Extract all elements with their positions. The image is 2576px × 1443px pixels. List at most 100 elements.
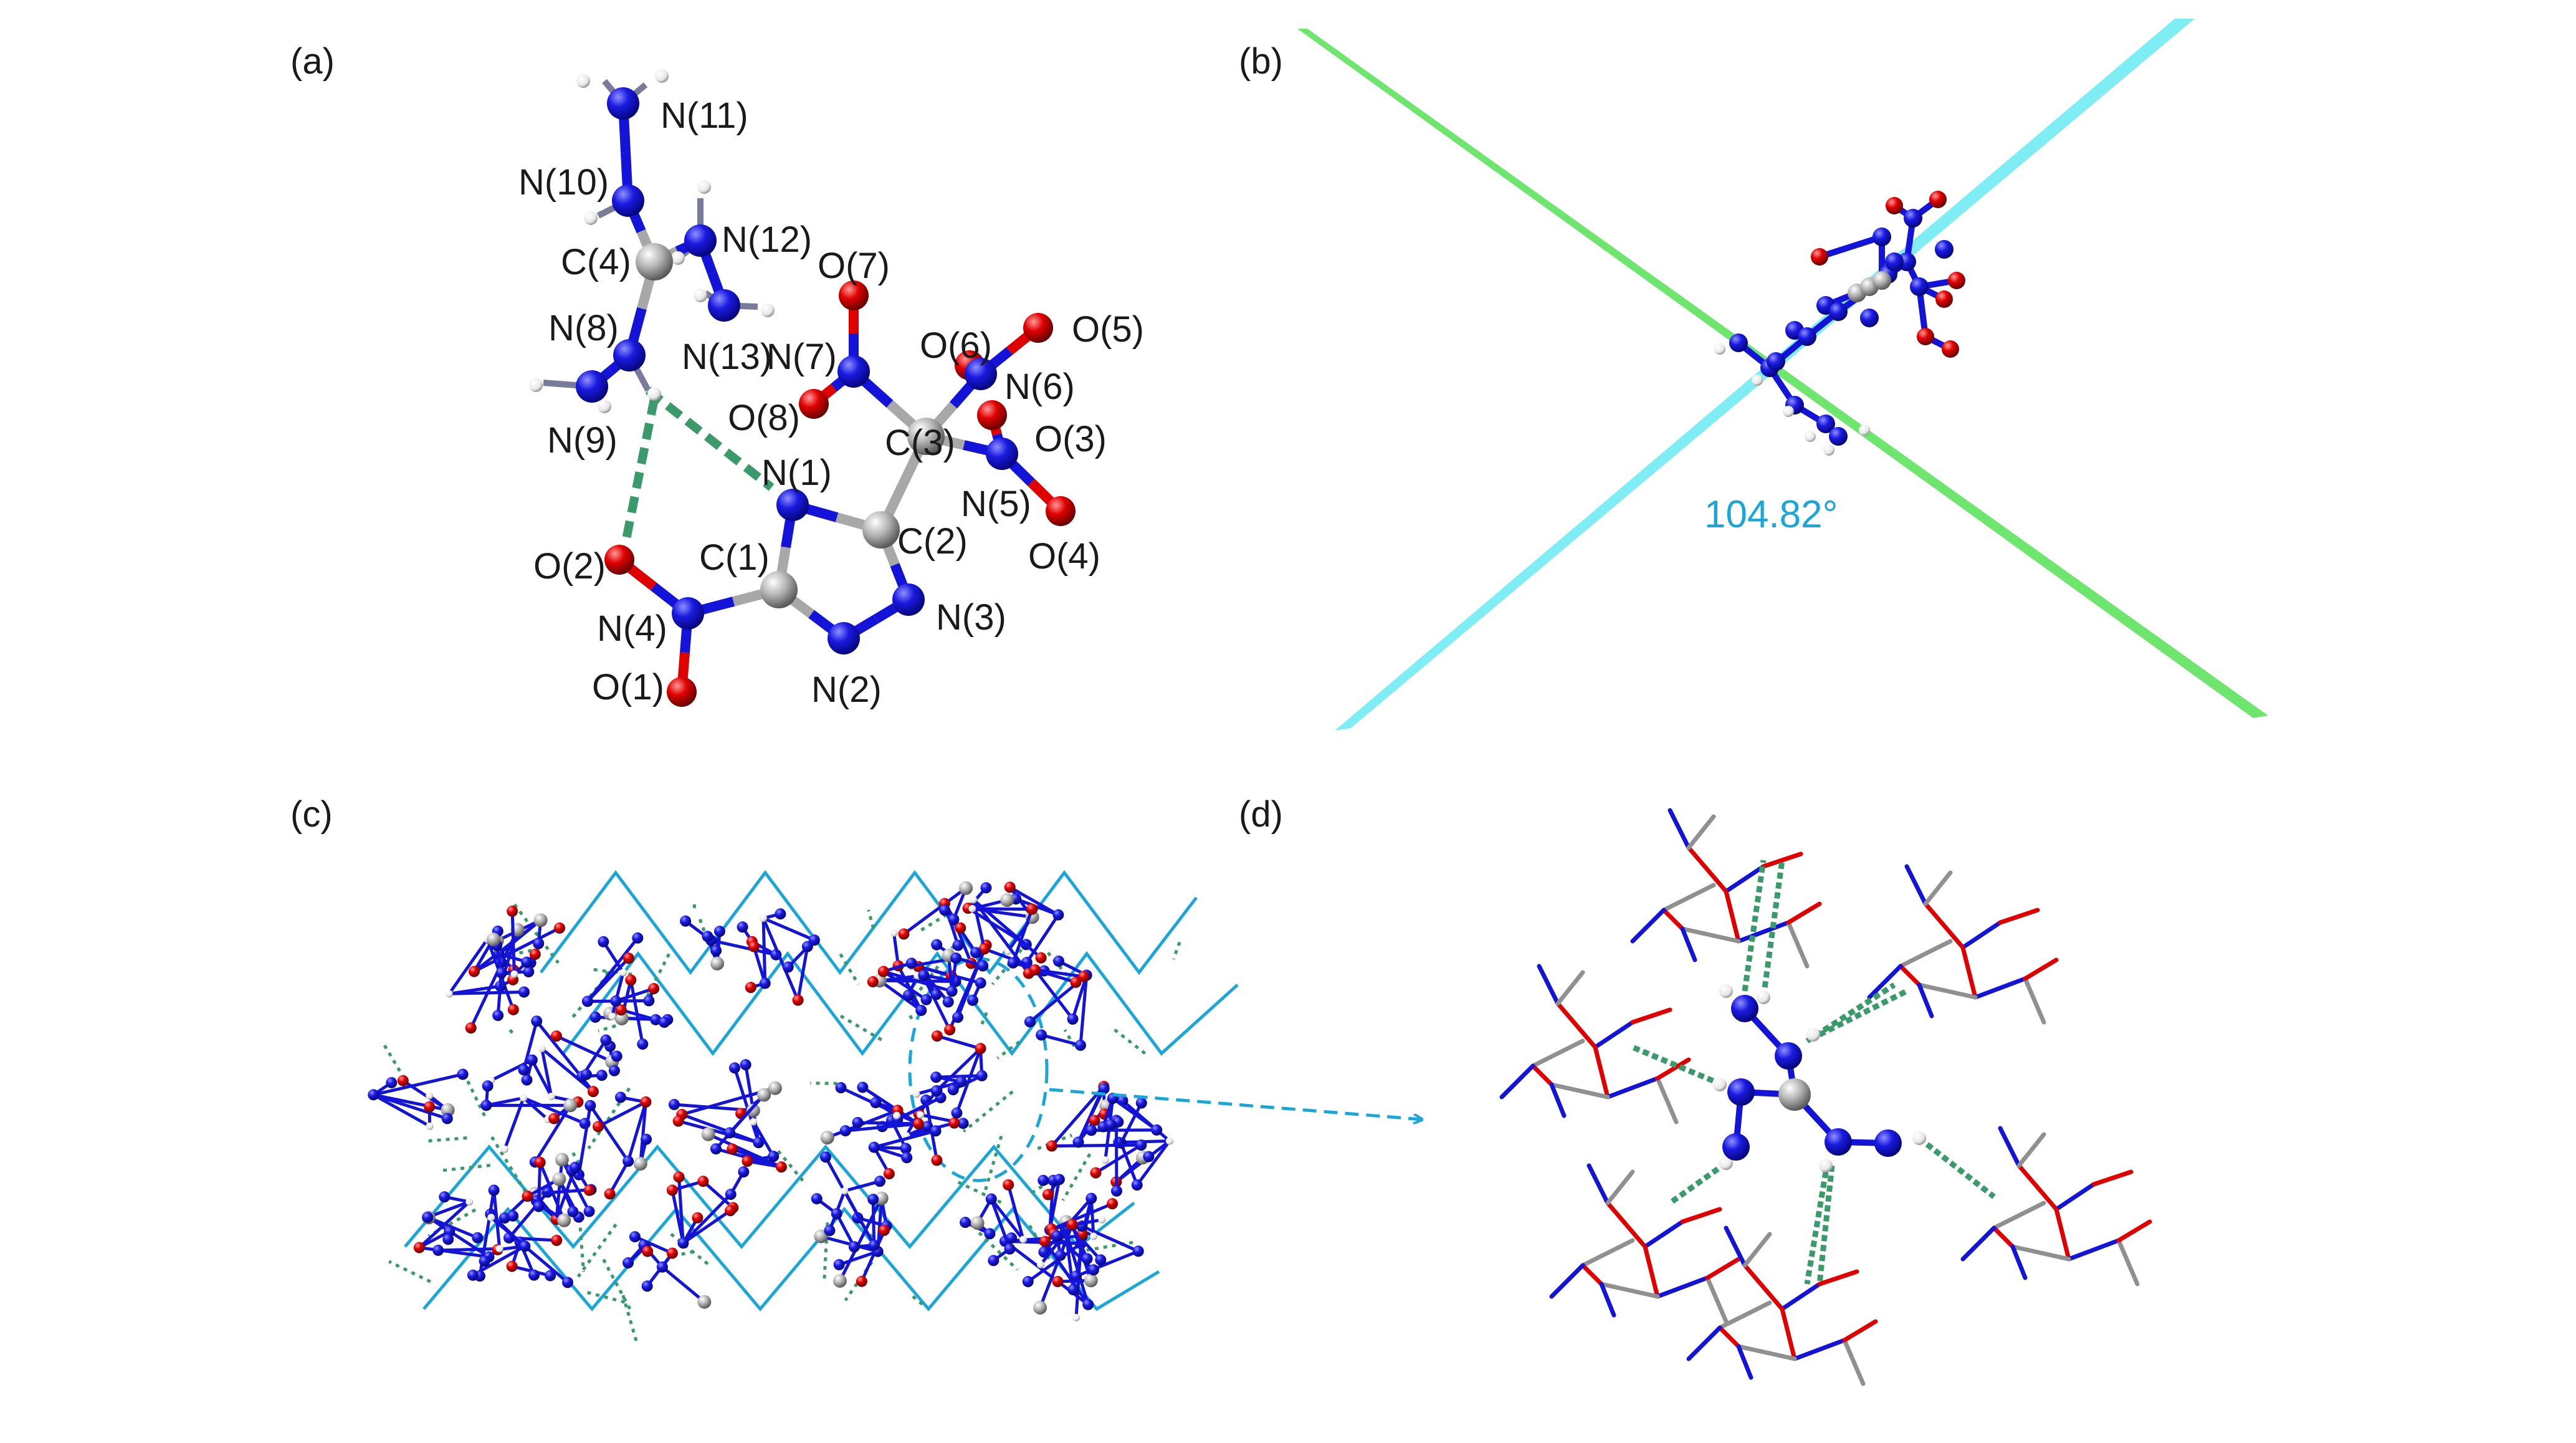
atom <box>640 1096 652 1108</box>
atom <box>487 932 501 947</box>
atom <box>814 1229 828 1244</box>
atom <box>584 1100 596 1111</box>
bond <box>661 1265 705 1303</box>
atom <box>521 956 533 968</box>
bond <box>555 1159 564 1220</box>
atom <box>759 977 771 989</box>
atom <box>768 1081 782 1095</box>
atom <box>988 1255 999 1267</box>
bond <box>522 1020 538 1070</box>
atom <box>867 1194 879 1206</box>
atom <box>931 939 943 951</box>
layer-line <box>540 870 1198 976</box>
hydrogen-bond <box>383 1044 407 1081</box>
panel-label-b: (b) <box>1239 41 1283 82</box>
atom <box>1007 957 1019 969</box>
hydrogen-atom <box>1719 1156 1733 1170</box>
hydrogen-bond <box>505 1025 514 1034</box>
atom <box>915 1004 927 1016</box>
atom <box>1798 327 1816 346</box>
anion-bond <box>1605 1201 1648 1249</box>
atom <box>1935 290 1953 308</box>
hydrogen-atom <box>1783 406 1794 417</box>
bond <box>373 1093 431 1128</box>
atom <box>580 1068 592 1080</box>
atom <box>457 1068 469 1080</box>
hydrogen-bond <box>1046 951 1076 985</box>
atom <box>832 1273 847 1288</box>
atom <box>931 1154 943 1166</box>
bond <box>555 1034 613 1063</box>
hydrogen-bond <box>839 953 860 985</box>
hydrogen-bond <box>980 1012 988 1025</box>
atom <box>960 1217 971 1229</box>
atom <box>1036 1029 1047 1041</box>
atom <box>775 1161 787 1173</box>
atom <box>1066 1219 1078 1230</box>
atom <box>970 1216 985 1230</box>
bond <box>510 911 516 974</box>
hydrogen-bond <box>867 909 875 929</box>
anion-bond <box>1792 1338 1847 1361</box>
bond <box>537 1162 542 1207</box>
atom <box>641 1133 652 1145</box>
hydrogen-atom <box>584 211 598 225</box>
hydrogen-bond <box>839 1014 882 1042</box>
atom <box>760 914 768 923</box>
anion-bond <box>1655 1057 1691 1081</box>
atom-n13 <box>708 289 740 322</box>
atom-c2 <box>862 511 900 549</box>
bond <box>597 1100 647 1128</box>
atom <box>852 1116 864 1128</box>
hydrogen-bond <box>1061 1153 1092 1201</box>
atom <box>948 1117 960 1129</box>
atom <box>1942 340 1959 358</box>
atom <box>917 1111 925 1119</box>
atom-n8 <box>613 339 646 372</box>
atom <box>608 1065 620 1076</box>
bond <box>473 926 561 973</box>
atom <box>677 1237 689 1249</box>
hydrogen-bond <box>1760 860 1785 998</box>
anion-bond <box>1555 970 1585 1006</box>
atom <box>641 1280 653 1292</box>
atom <box>526 1054 538 1066</box>
bond <box>1076 1249 1139 1278</box>
atom <box>480 1100 492 1111</box>
atom <box>642 1245 654 1257</box>
atom <box>666 1184 678 1196</box>
bond <box>615 987 654 1003</box>
green-plane <box>1297 29 2268 718</box>
atom <box>857 1081 869 1093</box>
atom <box>900 1143 912 1154</box>
atom <box>742 1155 753 1167</box>
bond <box>533 1105 572 1163</box>
bond <box>419 1245 489 1258</box>
atom <box>930 1085 942 1097</box>
hydrogen-atom <box>694 289 707 302</box>
bond <box>586 937 639 1003</box>
atom <box>1087 1264 1099 1276</box>
atom <box>569 1161 581 1173</box>
atom <box>975 977 986 989</box>
anion-bond <box>1717 1325 1741 1349</box>
atom-label-o8: O(8) <box>728 398 800 438</box>
anion-bond <box>1605 1076 1660 1100</box>
bond <box>530 1059 553 1098</box>
bond <box>523 1096 586 1125</box>
atom <box>633 1157 647 1171</box>
bond <box>728 1093 765 1134</box>
atom-label-o2: O(2) <box>533 546 606 587</box>
atom <box>523 966 535 977</box>
atom <box>1917 328 1934 345</box>
atom <box>1110 1185 1122 1197</box>
anion-bond <box>1680 926 1697 962</box>
anion-bond <box>2054 1182 2096 1212</box>
bond <box>492 1190 502 1249</box>
bond <box>634 1235 673 1255</box>
atom <box>587 1086 599 1098</box>
atom <box>510 970 518 978</box>
atom <box>1904 209 1922 228</box>
bond <box>1119 1102 1143 1144</box>
bond <box>496 972 503 1016</box>
